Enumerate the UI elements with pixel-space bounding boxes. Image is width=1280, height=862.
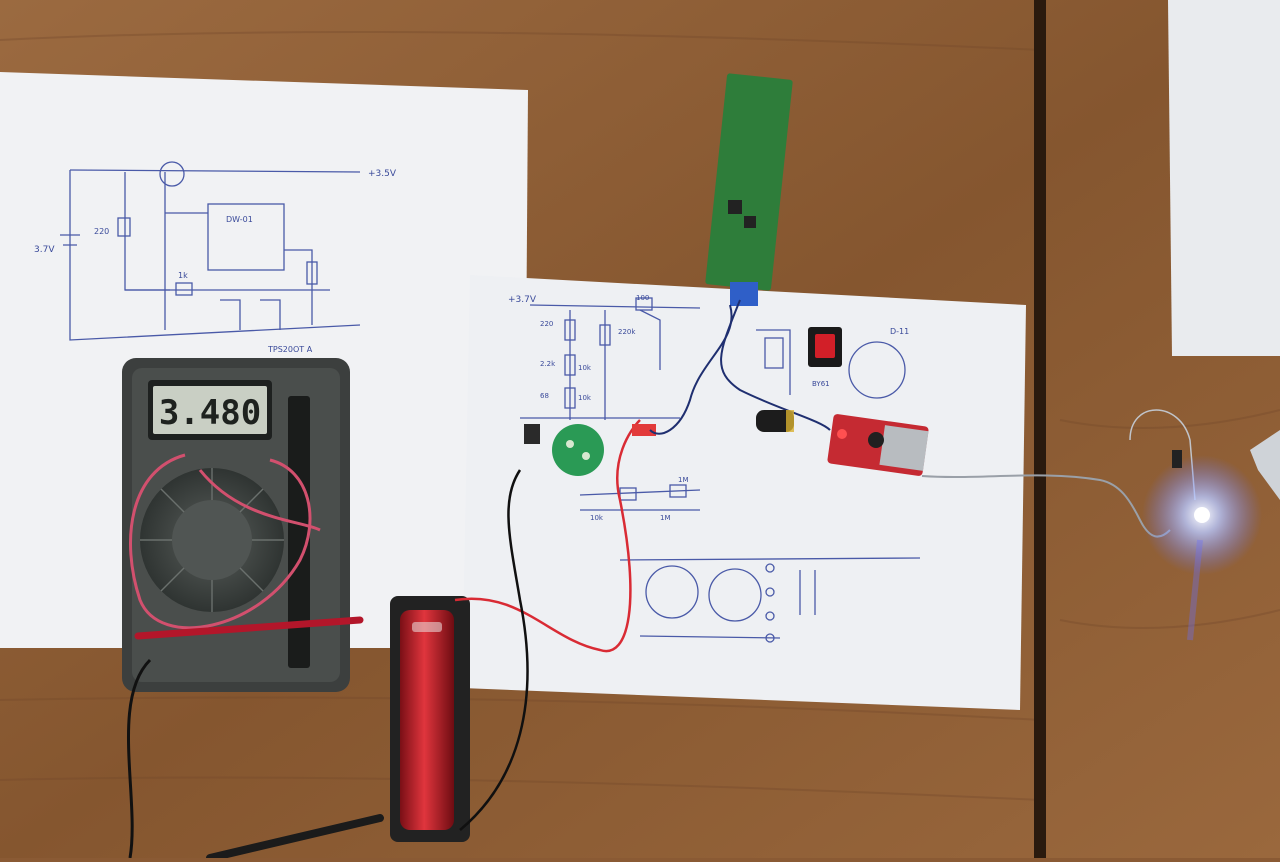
vertical-pcb-board	[705, 73, 793, 306]
right-label-3: 10k	[578, 364, 592, 372]
multimeter-slot	[288, 396, 310, 668]
right-schematic-drawing	[520, 297, 921, 643]
black-probe-wire	[127, 658, 152, 859]
terminal-block	[730, 282, 758, 306]
left-supply-label: +3.5V	[368, 169, 397, 179]
table-seam	[1034, 0, 1046, 858]
left-schematic-drawing	[60, 161, 361, 341]
right-label-0: 220	[540, 320, 553, 328]
right-label-11: 1M	[660, 514, 671, 522]
module-led	[837, 429, 847, 439]
multimeter: 3.480	[122, 358, 350, 692]
right-label-8: 100	[636, 294, 649, 302]
paper-top-right	[1168, 0, 1280, 356]
usb-port[interactable]	[879, 425, 929, 471]
probe-wire-red-2	[198, 469, 321, 532]
left-transistor-label: TPS20OT A	[267, 345, 313, 354]
blue-wire-2	[720, 299, 831, 431]
usb-boost-module	[827, 414, 929, 476]
paper-right-schematic	[462, 275, 1026, 710]
battery-holder	[390, 596, 470, 842]
right-label-2: 2.2k	[540, 360, 556, 368]
rocker-switch[interactable]	[815, 334, 835, 358]
red-probe[interactable]	[134, 616, 364, 640]
probe-wire-red-coil	[129, 453, 312, 630]
right-supply-label: +3.7V	[508, 295, 537, 305]
white-led	[1194, 507, 1210, 523]
right-label-4: 68	[540, 392, 549, 400]
electrolytic-capacitor	[756, 410, 794, 432]
left-ic-label: DW-01	[226, 215, 253, 224]
right-label-10: 10k	[590, 514, 604, 522]
left-battery-label: 3.7V	[34, 245, 55, 255]
left-resistor-label: 220	[94, 227, 109, 236]
led-transistor	[1172, 450, 1182, 468]
right-label-5: 10k	[578, 394, 592, 402]
red-supply-wire	[454, 419, 641, 653]
black-probe[interactable]	[206, 814, 384, 862]
battery-18650	[400, 610, 454, 830]
right-schematic-labels: +3.7V 220 220k 2.2k 10k 68 10k D-11 BY61…	[508, 294, 909, 522]
red-led-component	[632, 424, 656, 436]
black-supply-wire	[459, 469, 529, 831]
led-leads	[1129, 409, 1196, 501]
right-label-9: 1M	[678, 476, 689, 484]
right-label-6: D-11	[890, 327, 909, 336]
multimeter-reading: 3.480	[159, 393, 261, 433]
right-label-7: BY61	[812, 380, 830, 388]
right-label-1: 220k	[618, 328, 636, 336]
multimeter-lcd	[153, 386, 267, 434]
transistor-component	[524, 424, 540, 444]
left-resistor2-label: 1k	[178, 271, 188, 280]
left-schematic-labels: +3.5V 3.7V DW-01 220 1k TPS20OT A	[34, 169, 397, 354]
edge-object	[1250, 430, 1280, 500]
circular-pcb-module	[552, 424, 604, 476]
led-light-streak	[1187, 539, 1203, 641]
